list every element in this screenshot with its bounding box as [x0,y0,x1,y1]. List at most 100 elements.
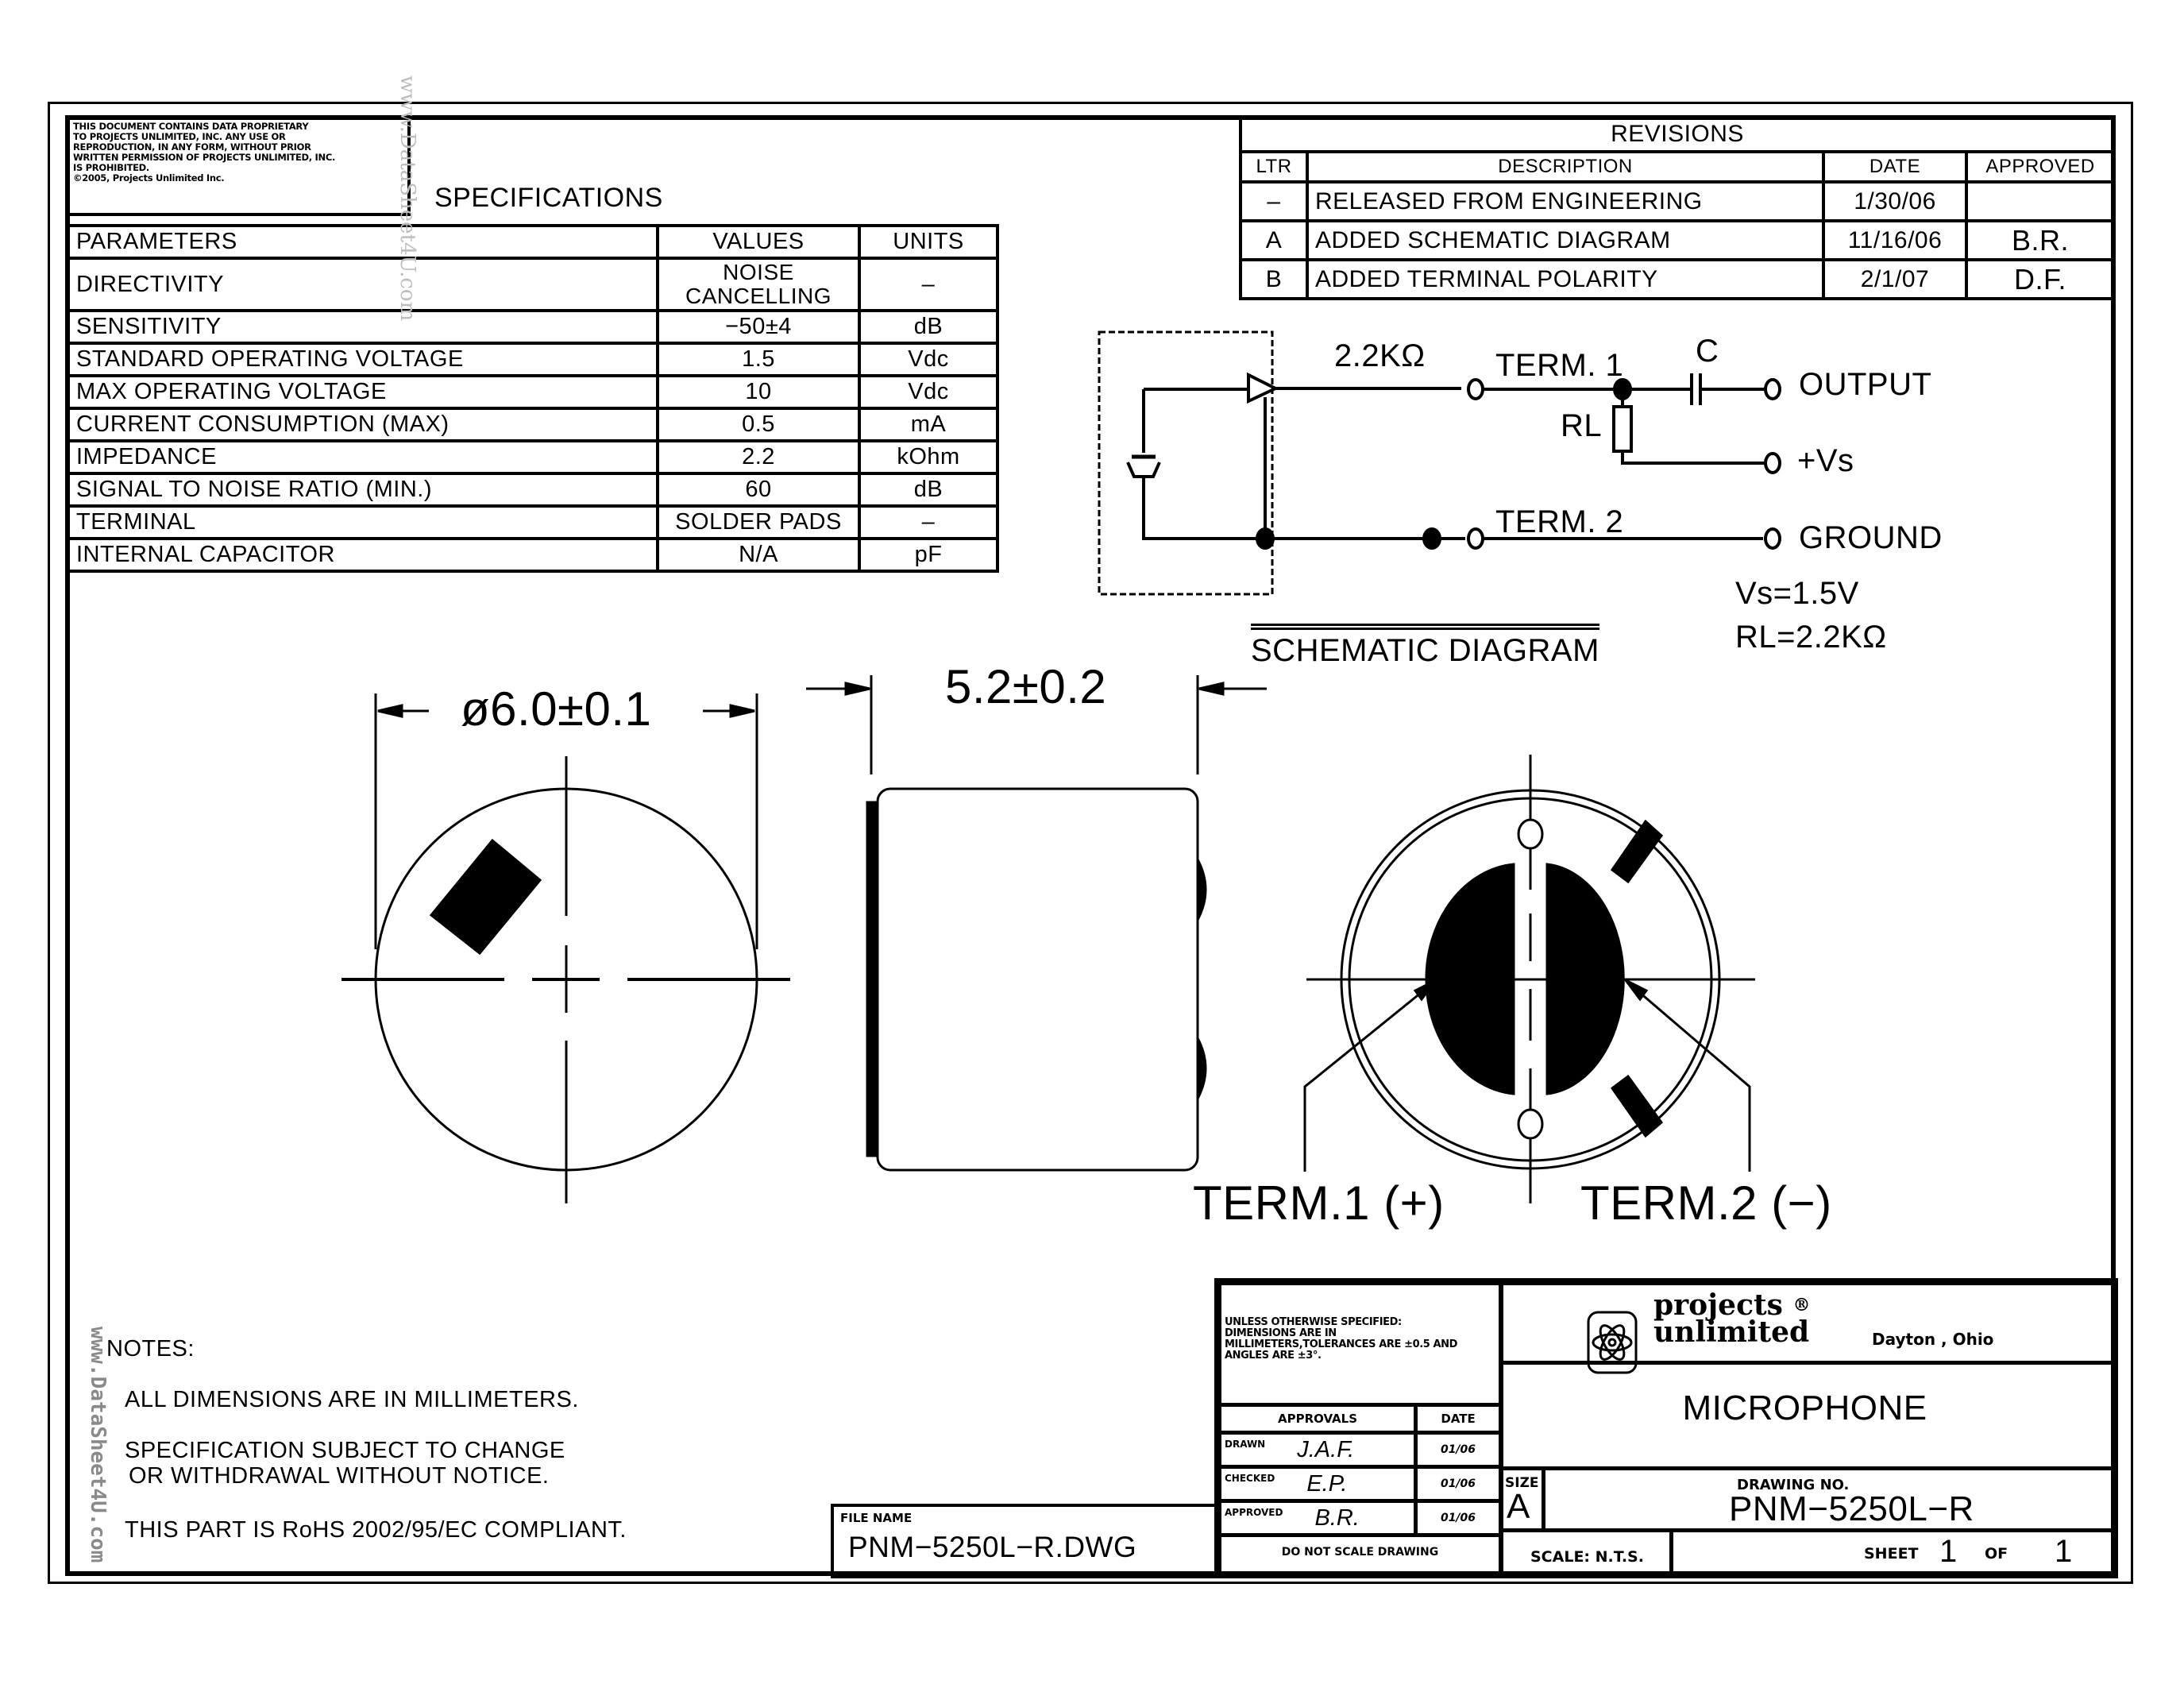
value-cell: 10 [656,374,861,410]
rev-ltr: – [1239,180,1309,222]
parameter-cell: DIRECTIVITY [67,257,659,312]
watermark-left: www.DataSheet4U.com [86,1327,110,1563]
drawing-number-label: DRAWING NO. [1737,1477,1850,1493]
unit-cell: Vdc [858,374,999,410]
parameter-cell: MAX OPERATING VOLTAGE [67,374,659,410]
role-label: APPROVED [1225,1506,1283,1518]
table-row: TERMINAL SOLDER PADS – [67,504,999,540]
title-panel: projects ® unlimited Dayton , Ohio MICRO… [1499,1285,2111,1576]
header-date: DATE [1822,150,1968,183]
unit-cell: pF [858,537,999,573]
unit-cell: mA [858,407,999,442]
rev-description: RELEASED FROM ENGINEERING [1306,180,1825,222]
term1-polarity-label: TERM.1 (+) [1193,1176,1445,1230]
table-row: B ADDED TERMINAL POLARITY 2/1/07 D.F. [1239,258,2116,300]
unit-cell: – [858,257,999,312]
value-line: CANCELLING [685,284,832,308]
tolerance-note: UNLESS OTHERWISE SPECIFIED: DIMENSIONS A… [1225,1317,1457,1362]
schematic-diagram [1098,330,1781,596]
note-item: SPECIFICATION SUBJECT TO CHANGE [125,1438,565,1463]
diameter-dimension: ø6.0±0.1 [461,682,652,736]
header-approvals: APPROVALS [1221,1403,1418,1433]
proprietary-notice: THIS DOCUMENT CONTAINS DATA PROPRIETARY … [65,115,411,216]
header-date: DATE [1415,1403,1499,1433]
scale-sheet-row: SCALE: N.T.S. SHEET 1 OF 1 [1499,1532,2111,1576]
file-name-label: FILE NAME [840,1511,913,1525]
output-label: OUTPUT [1799,367,1932,402]
parameter-cell: SENSITIVITY [67,309,659,345]
unit-cell: dB [858,472,999,508]
table-header-row: LTR DESCRIPTION DATE APPROVED [1239,150,2116,183]
bottom-view [1303,755,1755,1203]
tolerance-line: ANGLES ARE ±3°. [1225,1350,1322,1362]
value-line: NOISE [723,260,794,284]
company-name-line1: projects [1653,1288,1783,1322]
file-name-box: FILE NAME PNM−5250L−R.DWG [831,1504,1220,1578]
schematic-title: SCHEMATIC DIAGRAM [1251,624,1599,669]
drawing-number: PNM−5250L−R [1729,1489,1974,1528]
height-dimension: 5.2±0.2 [945,660,1107,713]
size-label: SIZE [1505,1475,1539,1491]
copyright-line: ©2005, Projects Unlimited Inc. [73,172,225,183]
header-approved: APPROVED [1965,150,2116,183]
polarity-mark [429,838,542,956]
sheet-number: 1 [1939,1534,1958,1569]
unit-cell: kOhm [858,439,999,475]
table-row: MAX OPERATING VOLTAGE 10 Vdc [67,374,999,410]
drawing-border-outer [48,102,2133,1584]
note-item: THIS PART IS RoHS 2002/95/EC COMPLIANT. [125,1517,627,1543]
parameter-cell: INTERNAL CAPACITOR [67,537,659,573]
rev-date: 2/1/07 [1822,258,1968,300]
capacitor-label: C [1696,334,1719,369]
table-header-row: APPROVALS DATE [1221,1403,1499,1433]
table-row: DO NOT SCALE DRAWING [1221,1533,1499,1567]
role-label: CHECKED [1225,1472,1275,1484]
rev-ltr: A [1239,219,1309,261]
note-item: ALL DIMENSIONS ARE IN MILLIMETERS. [125,1387,579,1412]
title-block: UNLESS OTHERWISE SPECIFIED: DIMENSIONS A… [1217,1280,2116,1576]
table-row: IMPEDANCE 2.2 kOhm [67,439,999,475]
ground-label: GROUND [1799,520,1943,555]
size-cell: SIZE A [1499,1470,1545,1528]
unit-cell: dB [858,309,999,345]
drawing-number-row: SIZE A DRAWING NO. PNM−5250L−R [1499,1470,2111,1532]
scale-label: SCALE: N.T.S. [1499,1532,1673,1576]
of-label: OF [1985,1545,2008,1562]
value-cell: 0.5 [656,407,861,442]
signature: J.A.F. [1297,1436,1355,1462]
value-cell: 1.5 [656,342,861,377]
header-units: UNITS [858,224,999,260]
parameter-cell: TERMINAL [67,504,659,540]
value-cell: 60 [656,472,861,508]
file-name-value: PNM−5250L−R.DWG [848,1531,1137,1563]
drawing-border-inner [65,115,2116,1576]
unit-cell: – [858,504,999,540]
supply-label: +Vs [1797,443,1854,478]
notice-line: REPRODUCTION, IN ANY FORM, WITHOUT PRIOR [73,141,311,153]
rl-note: RL=2.2KΩ [1735,620,1887,655]
tolerance-line: DIMENSIONS ARE IN [1225,1327,1337,1339]
table-row: CURRENT CONSUMPTION (MAX) 0.5 mA [67,407,999,442]
table-row: A ADDED SCHEMATIC DIAGRAM 11/16/06 B.R. [1239,219,2116,261]
header-parameters: PARAMETERS [67,224,659,260]
rev-approved: D.F. [1965,258,2116,300]
top-view [341,693,790,1203]
vs-note: Vs=1.5V [1735,576,1859,611]
value-cell: 2.2 [656,439,861,475]
value-cell: SOLDER PADS [656,504,861,540]
approval-date: 01/06 [1415,1431,1499,1467]
header-values: VALUES [656,224,861,260]
unit-cell: Vdc [858,342,999,377]
parameter-cell: CURRENT CONSUMPTION (MAX) [67,407,659,442]
specifications-table: PARAMETERS VALUES UNITS DIRECTIVITY NOIS… [67,224,999,573]
company-name: projects ® unlimited [1653,1291,1810,1346]
table-row: SENSITIVITY −50±4 dB [67,309,999,345]
parameter-cell: SIGNAL TO NOISE RATIO (MIN.) [67,472,659,508]
